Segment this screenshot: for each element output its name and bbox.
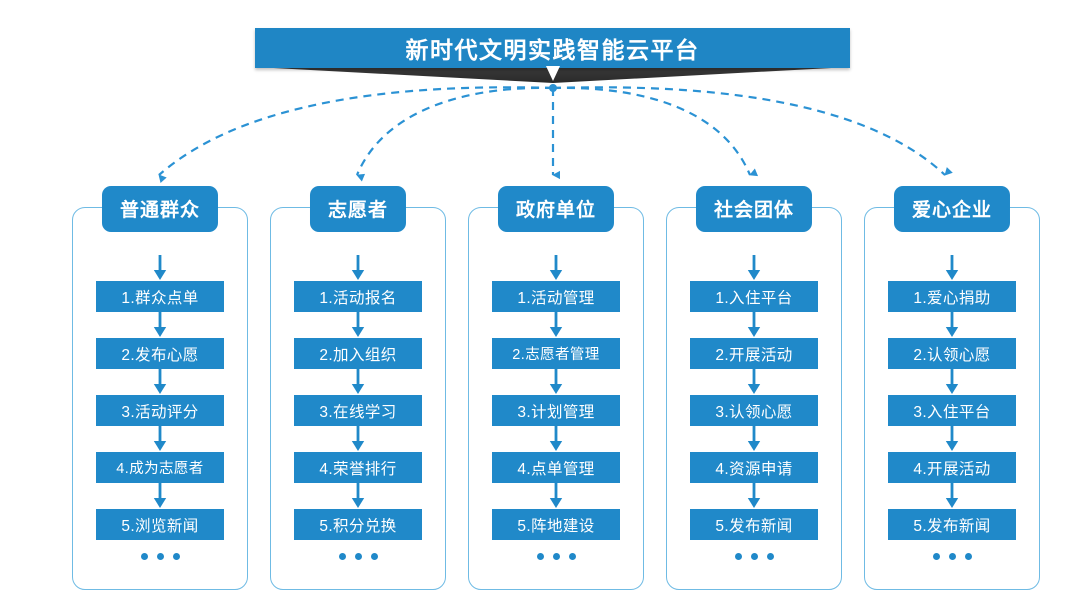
column-5: 爱心企业 1.爱心捐助 2.认领心愿 3.入住平台	[864, 186, 1040, 590]
column-header-5[interactable]: 爱心企业	[893, 186, 1011, 232]
more-items-ellipsis	[734, 553, 774, 560]
more-items-ellipsis	[536, 553, 576, 560]
ellipsis-dot	[750, 553, 758, 560]
column-header-2[interactable]: 志愿者	[309, 186, 407, 232]
flow-arrow-icon	[351, 255, 365, 280]
column-4: 社会团体 1.入住平台 2.开展活动 3.认领心愿	[666, 186, 842, 590]
platform-title-banner: 新时代文明实践智能云平台	[255, 28, 850, 68]
ellipsis-dot	[734, 553, 742, 560]
step-box[interactable]: 3.入住平台	[888, 395, 1016, 426]
step-box[interactable]: 5.发布新闻	[690, 509, 818, 540]
column-header-1[interactable]: 普通群众	[101, 186, 219, 232]
column-header-4[interactable]: 社会团体	[695, 186, 813, 232]
ellipsis-dot	[948, 553, 956, 560]
ellipsis-dot	[140, 553, 148, 560]
step-box[interactable]: 1.入住平台	[690, 281, 818, 312]
step-box[interactable]: 1.群众点单	[96, 281, 224, 312]
ellipsis-dot	[552, 553, 560, 560]
more-items-ellipsis	[140, 553, 180, 560]
more-items-ellipsis	[338, 553, 378, 560]
flow-arrow-icon	[351, 312, 365, 337]
step-box[interactable]: 5.发布新闻	[888, 509, 1016, 540]
step-box[interactable]: 2.认领心愿	[888, 338, 1016, 369]
step-box[interactable]: 5.阵地建设	[492, 509, 620, 540]
chevron-down-icon	[546, 66, 560, 81]
step-box[interactable]: 2.志愿者管理	[492, 338, 620, 369]
step-box[interactable]: 2.加入组织	[294, 338, 422, 369]
connector-origin-node	[549, 84, 557, 92]
connector-to-col-1	[158, 86, 554, 183]
ellipsis-dot	[932, 553, 940, 560]
flow-arrow-icon	[945, 483, 959, 508]
flow-arrow-icon	[747, 483, 761, 508]
step-box[interactable]: 3.活动评分	[96, 395, 224, 426]
flow-arrow-icon	[549, 312, 563, 337]
step-box[interactable]: 5.积分兑换	[294, 509, 422, 540]
ellipsis-dot	[156, 553, 164, 560]
step-box[interactable]: 3.计划管理	[492, 395, 620, 426]
ellipsis-dot	[964, 553, 972, 560]
ellipsis-dot	[766, 553, 774, 560]
ellipsis-dot	[338, 553, 346, 560]
flow-arrow-icon	[549, 483, 563, 508]
step-box[interactable]: 4.荣誉排行	[294, 452, 422, 483]
flow-arrow-icon	[153, 483, 167, 508]
flow-arrow-icon	[945, 369, 959, 394]
flow-arrow-icon	[351, 483, 365, 508]
step-box[interactable]: 4.开展活动	[888, 452, 1016, 483]
flow-arrow-icon	[945, 312, 959, 337]
flow-arrow-icon	[153, 369, 167, 394]
ellipsis-dot	[172, 553, 180, 560]
flow-arrow-icon	[747, 255, 761, 280]
step-box[interactable]: 3.在线学习	[294, 395, 422, 426]
flow-arrow-icon	[747, 312, 761, 337]
ellipsis-dot	[354, 553, 362, 560]
page-title: 新时代文明实践智能云平台	[405, 37, 700, 63]
column-header-3[interactable]: 政府单位	[497, 186, 615, 232]
flow-arrow-icon	[747, 426, 761, 451]
flow-arrow-icon	[747, 369, 761, 394]
step-box[interactable]: 1.爱心捐助	[888, 281, 1016, 312]
connector-to-col-2	[355, 86, 554, 182]
flow-arrow-icon	[351, 369, 365, 394]
step-box[interactable]: 5.浏览新闻	[96, 509, 224, 540]
flow-arrow-icon	[153, 426, 167, 451]
ellipsis-dot	[568, 553, 576, 560]
flow-arrow-icon	[549, 255, 563, 280]
flow-arrow-icon	[351, 426, 365, 451]
flow-arrow-icon	[549, 426, 563, 451]
ellipsis-dot	[536, 553, 544, 560]
flow-arrow-icon	[945, 426, 959, 451]
step-box[interactable]: 1.活动管理	[492, 281, 620, 312]
step-box[interactable]: 4.成为志愿者	[96, 452, 224, 483]
step-box[interactable]: 2.发布心愿	[96, 338, 224, 369]
step-box[interactable]: 2.开展活动	[690, 338, 818, 369]
flow-arrow-icon	[945, 255, 959, 280]
step-box[interactable]: 3.认领心愿	[690, 395, 818, 426]
step-box[interactable]: 4.点单管理	[492, 452, 620, 483]
step-box[interactable]: 4.资源申请	[690, 452, 818, 483]
flow-arrow-icon	[549, 369, 563, 394]
column-3: 政府单位 1.活动管理 2.志愿者管理 3.计划管理	[468, 186, 644, 590]
flow-arrow-icon	[153, 312, 167, 337]
column-1: 普通群众 1.群众点单 2.发布心愿 3.活动评分	[72, 186, 248, 590]
ellipsis-dot	[370, 553, 378, 560]
step-box[interactable]: 1.活动报名	[294, 281, 422, 312]
column-2: 志愿者 1.活动报名 2.加入组织 3.在线学习	[270, 186, 446, 590]
more-items-ellipsis	[932, 553, 972, 560]
connector-to-col-5	[552, 86, 953, 176]
flow-arrow-icon	[153, 255, 167, 280]
